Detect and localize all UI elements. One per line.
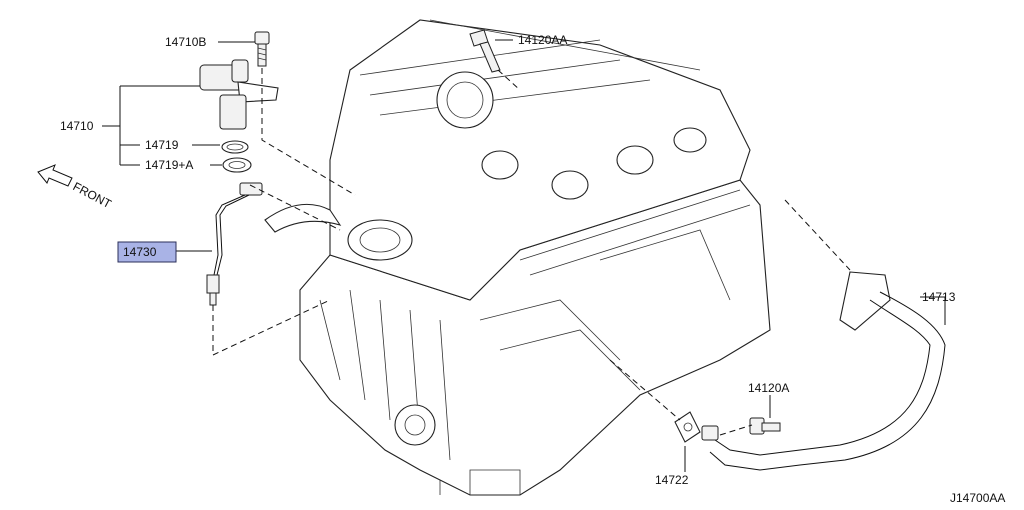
front-arrow <box>37 164 73 187</box>
egr-tube-14713 <box>709 271 946 471</box>
callout-14120aa[interactable]: 14120AA <box>518 33 567 47</box>
callout-14713[interactable]: 14713 <box>922 290 956 304</box>
callouts: 14710B 14120AA 14710 14719 14719+A FRONT… <box>60 33 1005 505</box>
front-label: FRONT <box>71 179 115 211</box>
bolt-14120a <box>749 417 781 435</box>
sensor-14730 <box>206 182 263 306</box>
callout-14710b[interactable]: 14710B <box>165 35 206 49</box>
bolt-14120aa <box>469 29 501 73</box>
figure-code: J14700AA <box>950 491 1005 505</box>
callout-14722[interactable]: 14722 <box>655 473 689 487</box>
leader-lines <box>102 39 946 472</box>
callout-14730[interactable]: 14730 <box>123 245 157 259</box>
callout-14710[interactable]: 14710 <box>60 119 94 133</box>
callout-14719a[interactable]: 14719+A <box>145 158 193 172</box>
callout-14120a[interactable]: 14120A <box>748 381 789 395</box>
oring-14719a <box>222 157 252 173</box>
engine-assembly <box>264 19 771 496</box>
crank-pulley-boss <box>394 404 436 446</box>
callout-14730-highlight[interactable] <box>117 241 177 263</box>
callout-14719[interactable]: 14719 <box>145 138 179 152</box>
bolt-14710b <box>254 31 270 67</box>
oring-14719 <box>221 140 249 154</box>
gasket-14722 <box>674 411 719 443</box>
thermostat-housing <box>264 203 413 261</box>
dashed-lines <box>212 68 851 436</box>
throttle-body <box>436 71 494 129</box>
sensor-14710 <box>199 59 279 130</box>
intake-ports <box>481 127 707 200</box>
